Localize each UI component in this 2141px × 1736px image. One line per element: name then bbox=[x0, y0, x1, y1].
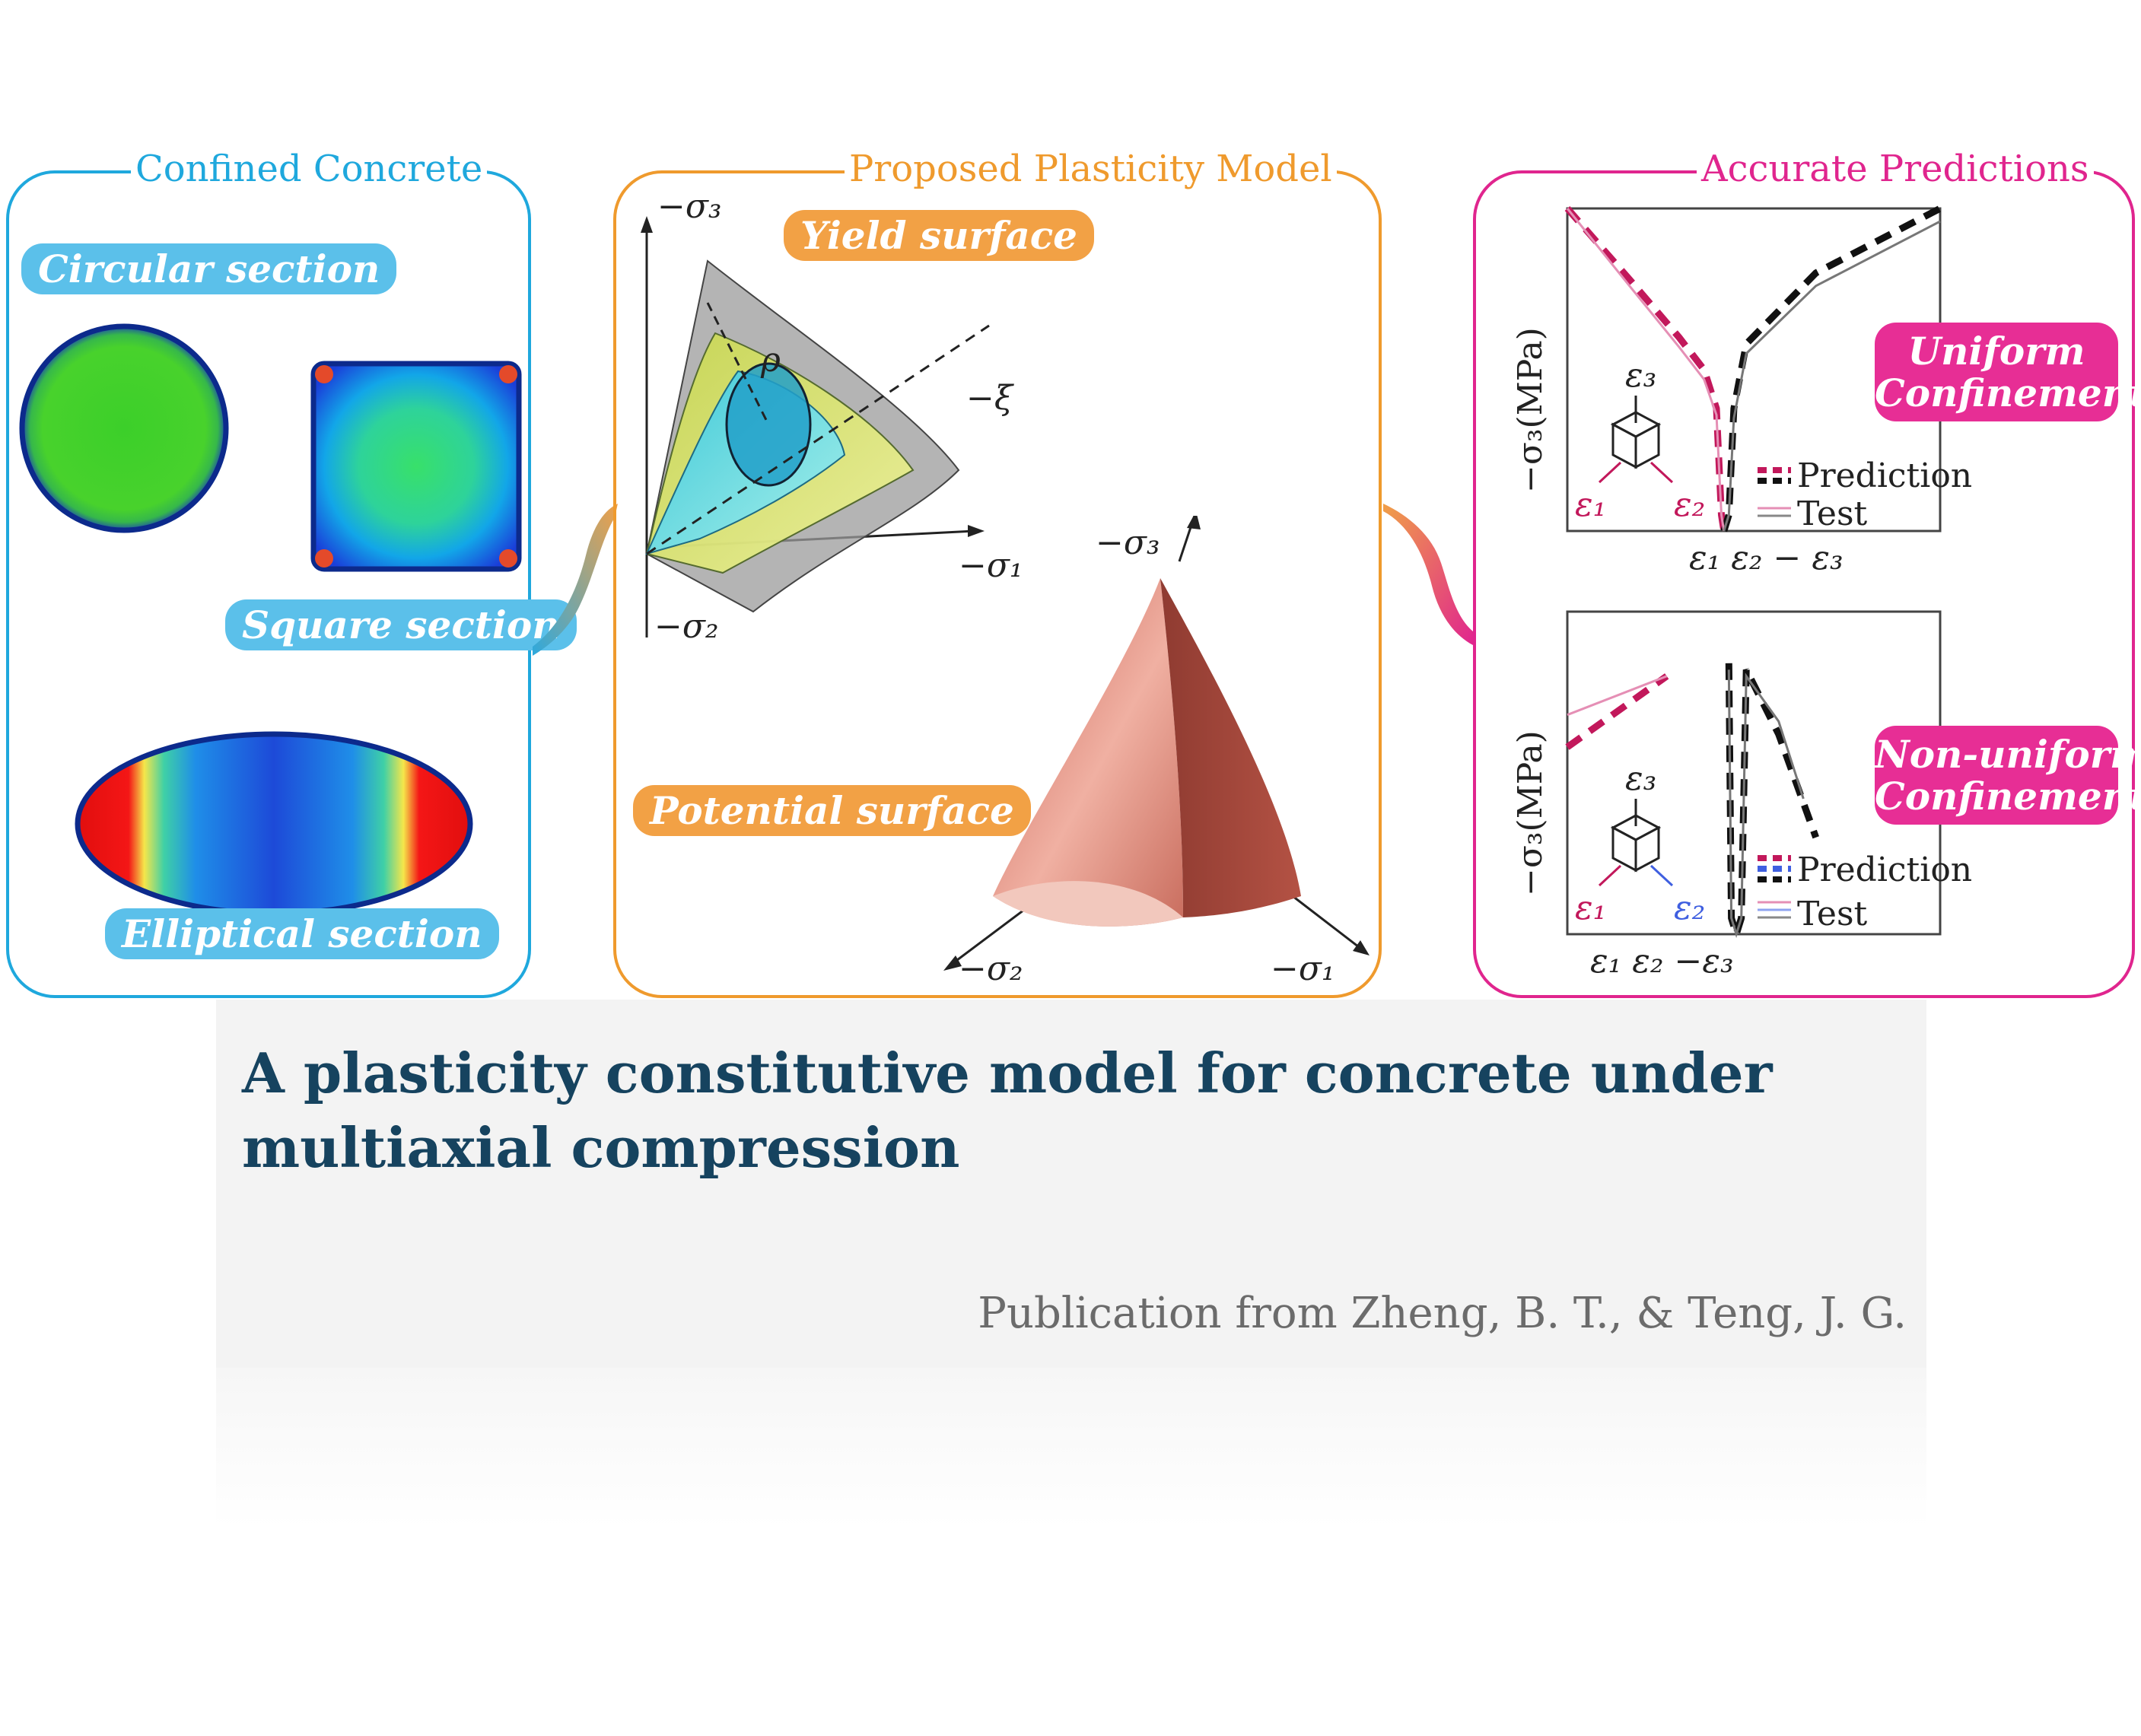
axis-label-sigma3-potential: −σ₃ bbox=[1096, 523, 1160, 562]
axis-label-sigma3: −σ₃ bbox=[657, 187, 722, 226]
label-yield-surface: Yield surface bbox=[784, 210, 1094, 261]
axis-label-sigma1-potential: −σ₁ bbox=[1271, 949, 1335, 987]
publication-card: A plasticity constitutive model for conc… bbox=[216, 1000, 1926, 1368]
label-circular-section: Circular section bbox=[21, 243, 397, 294]
label-square-section: Square section bbox=[225, 599, 577, 650]
elliptical-section-image bbox=[75, 731, 473, 917]
publication-title[interactable]: A plasticity constitutive model for conc… bbox=[242, 1041, 1773, 1180]
panel-title-confined-concrete: Confined Concrete bbox=[131, 148, 488, 190]
strain-cube-inset-2: ε₃ ε₁ ε₂ bbox=[1575, 759, 1705, 927]
square-section-image bbox=[310, 361, 522, 572]
strain-cube-inset: ε₃ ε₁ ε₂ bbox=[1575, 356, 1705, 524]
panel-confined-concrete: Confined Concrete Circular section bbox=[6, 148, 577, 998]
badge-nonuniform-line2: Confinement bbox=[1875, 774, 2141, 819]
axis-label-xi: −ξ bbox=[966, 379, 1015, 418]
panel-title-plasticity-model: Proposed Plasticity Model bbox=[845, 148, 1337, 190]
series-prediction-lateral bbox=[1565, 673, 1669, 750]
badge-uniform-confinement: Uniform Confinement bbox=[1875, 323, 2141, 421]
legend-prediction-2: Prediction bbox=[1797, 851, 1972, 889]
legend-test-2: Test bbox=[1797, 895, 1868, 933]
axis-label-sigma2: −σ₂ bbox=[654, 607, 719, 646]
inset-label-e1-2: ε₁ bbox=[1575, 889, 1606, 927]
inset-label-e3-2: ε₃ bbox=[1625, 759, 1656, 798]
series-test-axial bbox=[1727, 669, 1805, 939]
potential-surface-diagram: −σ₃ −σ₂ −σ₁ bbox=[943, 516, 1370, 987]
panel-plasticity-model: Proposed Plasticity Model Yield surface … bbox=[613, 148, 1382, 998]
panel-accurate-predictions: Accurate Predictions −σ₃(MPa) ε₁ ε₂ − ε₃… bbox=[1473, 148, 2141, 998]
chart-xlabel: ε₁ ε₂ − ε₃ bbox=[1689, 539, 1844, 577]
axis-label-rho: ρ bbox=[760, 341, 781, 380]
badge-nonuniform-line1: Non-uniform bbox=[1875, 732, 2141, 777]
legend-test: Test bbox=[1797, 494, 1868, 533]
publication-credit: Publication from Zheng, B. T., & Teng, J… bbox=[978, 1289, 1907, 1338]
series-test-lateral bbox=[1566, 208, 1726, 532]
chart-series-lines-2 bbox=[1565, 663, 1819, 946]
chart-legend: Prediction Test bbox=[1758, 456, 1972, 533]
inset-label-e2: ε₂ bbox=[1674, 485, 1705, 524]
ribbon-connector-right bbox=[1383, 504, 1473, 645]
card-fade bbox=[216, 1368, 1926, 1528]
inset-label-e3: ε₃ bbox=[1625, 356, 1656, 395]
legend-prediction: Prediction bbox=[1797, 456, 1972, 495]
chart-ylabel: −σ₃(MPa) bbox=[1511, 327, 1550, 493]
badge-nonuniform-confinement: Non-uniform Confinement bbox=[1875, 726, 2141, 825]
axis-label-sigma2-potential: −σ₂ bbox=[959, 949, 1023, 987]
chart-uniform-confinement: −σ₃(MPa) ε₁ ε₂ − ε₃ ε₃ ε₁ ε₂ Prediction … bbox=[1511, 205, 1972, 577]
ribbon-connector-left bbox=[533, 504, 618, 656]
chart-ylabel-2: −σ₃(MPa) bbox=[1511, 730, 1550, 896]
series-test-axial bbox=[1723, 220, 1941, 532]
series-test-lateral bbox=[1567, 675, 1668, 717]
chart-xlabel-2: ε₁ ε₂ −ε₃ bbox=[1590, 942, 1734, 981]
yield-surface-diagram: −σ₃ −σ₁ −σ₂ −ξ ρ bbox=[641, 187, 1023, 646]
circular-section-image bbox=[19, 323, 229, 533]
inset-label-e2-2: ε₂ bbox=[1674, 889, 1705, 927]
badge-uniform-line1: Uniform bbox=[1907, 329, 2085, 374]
chart-series-lines bbox=[1564, 205, 1942, 533]
badge-uniform-line2: Confinement bbox=[1875, 370, 2141, 415]
label-potential-surface: Potential surface bbox=[633, 785, 1031, 836]
chart-legend-2: Prediction Test bbox=[1758, 851, 1972, 933]
label-elliptical-section: Elliptical section bbox=[105, 908, 499, 959]
axis-label-sigma1: −σ₁ bbox=[959, 546, 1023, 585]
panel-title-accurate-predictions: Accurate Predictions bbox=[1697, 148, 2094, 190]
inset-label-e1: ε₁ bbox=[1575, 485, 1606, 524]
